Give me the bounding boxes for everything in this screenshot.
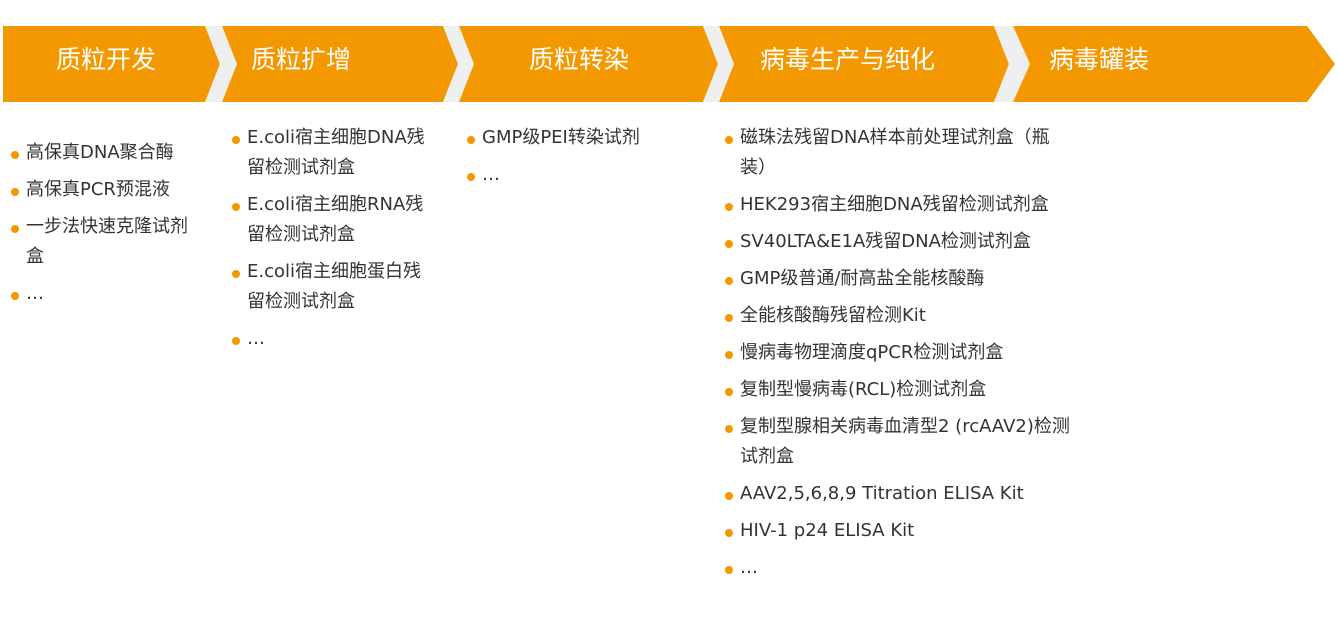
product-item-text: 留检测试剂盒 <box>247 224 355 245</box>
chevron-separator <box>994 26 1030 102</box>
product-item-text: 留检测试剂盒 <box>247 157 355 178</box>
product-item-text: 全能核酸酶残留检测Kit <box>740 305 926 326</box>
bullet-icon <box>232 203 240 211</box>
bullet-icon <box>725 277 733 285</box>
stage-arrow-4 <box>719 26 1009 102</box>
stage-label-plasmid-amplification: 质粒扩增 <box>251 45 352 74</box>
chevron-separator <box>205 26 237 102</box>
bullet-icon <box>725 136 733 144</box>
stage-arrow-5 <box>1013 26 1335 102</box>
product-item[interactable]: 一步法快速克隆试剂盒 <box>11 212 188 272</box>
product-item-text: … <box>740 557 758 578</box>
product-item[interactable]: … <box>467 160 640 190</box>
product-item[interactable]: … <box>725 553 1070 583</box>
product-item-text: 高保真DNA聚合酶 <box>26 142 174 163</box>
product-item[interactable]: 慢病毒物理滴度qPCR检测试剂盒 <box>725 338 1070 368</box>
bullet-icon <box>232 136 240 144</box>
product-item-text: 高保真PCR预混液 <box>26 179 170 200</box>
product-item[interactable]: 复制型腺相关病毒血清型2 (rcAAV2)检测试剂盒 <box>725 412 1070 472</box>
product-item-text: 复制型慢病毒(RCL)检测试剂盒 <box>740 379 987 400</box>
product-item[interactable]: GMP级PEI转染试剂 <box>467 123 640 153</box>
stage-arrow-1 <box>3 26 220 102</box>
product-item[interactable]: 高保真DNA聚合酶 <box>11 138 188 168</box>
bullet-icon <box>11 225 19 233</box>
bullet-icon <box>11 151 19 159</box>
bullet-icon <box>11 188 19 196</box>
product-item[interactable]: HIV-1 p24 ELISA Kit <box>725 516 1070 546</box>
product-item-text: 一步法快速克隆试剂 <box>26 216 188 237</box>
product-item[interactable]: E.coli宿主细胞RNA残留检测试剂盒 <box>232 190 425 250</box>
stage-label-plasmid-transfection: 质粒转染 <box>529 45 630 74</box>
product-item-text: E.coli宿主细胞RNA残 <box>247 194 424 215</box>
bullet-icon <box>725 529 733 537</box>
product-item[interactable]: 全能核酸酶残留检测Kit <box>725 301 1070 331</box>
product-item-text: 复制型腺相关病毒血清型2 (rcAAV2)检测 <box>740 416 1070 437</box>
product-item-text: … <box>26 283 44 304</box>
product-item[interactable]: 复制型慢病毒(RCL)检测试剂盒 <box>725 375 1070 405</box>
bullet-icon <box>725 314 733 322</box>
chevron-separator <box>703 26 734 102</box>
bullet-icon <box>11 292 19 300</box>
stage-label-virus-filling: 病毒罐装 <box>1049 45 1150 74</box>
bullet-icon <box>725 425 733 433</box>
product-item-text: E.coli宿主细胞蛋白残 <box>247 261 422 282</box>
product-item[interactable]: GMP级普通/耐高盐全能核酸酶 <box>725 264 1070 294</box>
product-item-text: … <box>482 164 500 185</box>
product-item-text: 盒 <box>26 246 44 267</box>
stage-arrow-3 <box>459 26 718 102</box>
product-item-text: 试剂盒 <box>740 446 794 467</box>
bullet-icon <box>467 136 475 144</box>
stage-arrow-2 <box>222 26 458 102</box>
bullet-icon <box>467 173 475 181</box>
stage-label-virus-production: 病毒生产与纯化 <box>760 45 936 74</box>
product-item[interactable]: SV40LTA&E1A残留DNA检测试剂盒 <box>725 227 1070 257</box>
bullet-icon <box>725 566 733 574</box>
product-item-text: GMP级PEI转染试剂 <box>482 127 640 148</box>
product-item-text: HEK293宿主细胞DNA残留检测试剂盒 <box>740 194 1049 215</box>
product-item[interactable]: AAV2,5,6,8,9 Titration ELISA Kit <box>725 479 1070 509</box>
product-item-text: 磁珠法残留DNA样本前处理试剂盒（瓶 <box>740 127 1050 148</box>
process-banner <box>3 26 1335 102</box>
product-item-text: SV40LTA&E1A残留DNA检测试剂盒 <box>740 231 1031 252</box>
product-item-text: 留检测试剂盒 <box>247 291 355 312</box>
product-item-text: HIV-1 p24 ELISA Kit <box>740 520 915 541</box>
product-item[interactable]: 磁珠法残留DNA样本前处理试剂盒（瓶装） <box>725 123 1070 183</box>
product-item[interactable]: E.coli宿主细胞蛋白残留检测试剂盒 <box>232 257 425 317</box>
product-item[interactable]: HEK293宿主细胞DNA残留检测试剂盒 <box>725 190 1070 220</box>
product-item-text: … <box>247 328 265 349</box>
product-item-text: GMP级普通/耐高盐全能核酸酶 <box>740 268 985 289</box>
bullet-icon <box>725 351 733 359</box>
bullet-icon <box>725 240 733 248</box>
bullet-icon <box>232 270 240 278</box>
product-list-virus-production: 磁珠法残留DNA样本前处理试剂盒（瓶装） HEK293宿主细胞DNA残留检测试剂盒… <box>725 123 1070 590</box>
bullet-icon <box>232 337 240 345</box>
product-item[interactable]: … <box>11 279 188 309</box>
product-list-plasmid-transfection: GMP级PEI转染试剂 … <box>467 123 640 197</box>
bullet-icon <box>725 203 733 211</box>
product-list-plasmid-development: 高保真DNA聚合酶高保真PCR预混液一步法快速克隆试剂盒… <box>11 138 188 316</box>
product-item-text: 装） <box>740 157 776 178</box>
product-item[interactable]: 高保真PCR预混液 <box>11 175 188 205</box>
product-item[interactable]: E.coli宿主细胞DNA残留检测试剂盒 <box>232 123 425 183</box>
chevron-separator <box>443 26 474 102</box>
bullet-icon <box>725 388 733 396</box>
product-item-text: E.coli宿主细胞DNA残 <box>247 127 425 148</box>
product-item-text: AAV2,5,6,8,9 Titration ELISA Kit <box>740 483 1024 504</box>
product-item-text: 慢病毒物理滴度qPCR检测试剂盒 <box>740 342 1004 363</box>
stage-label-plasmid-development: 质粒开发 <box>56 45 157 74</box>
bullet-icon <box>725 492 733 500</box>
product-item[interactable]: … <box>232 324 425 354</box>
